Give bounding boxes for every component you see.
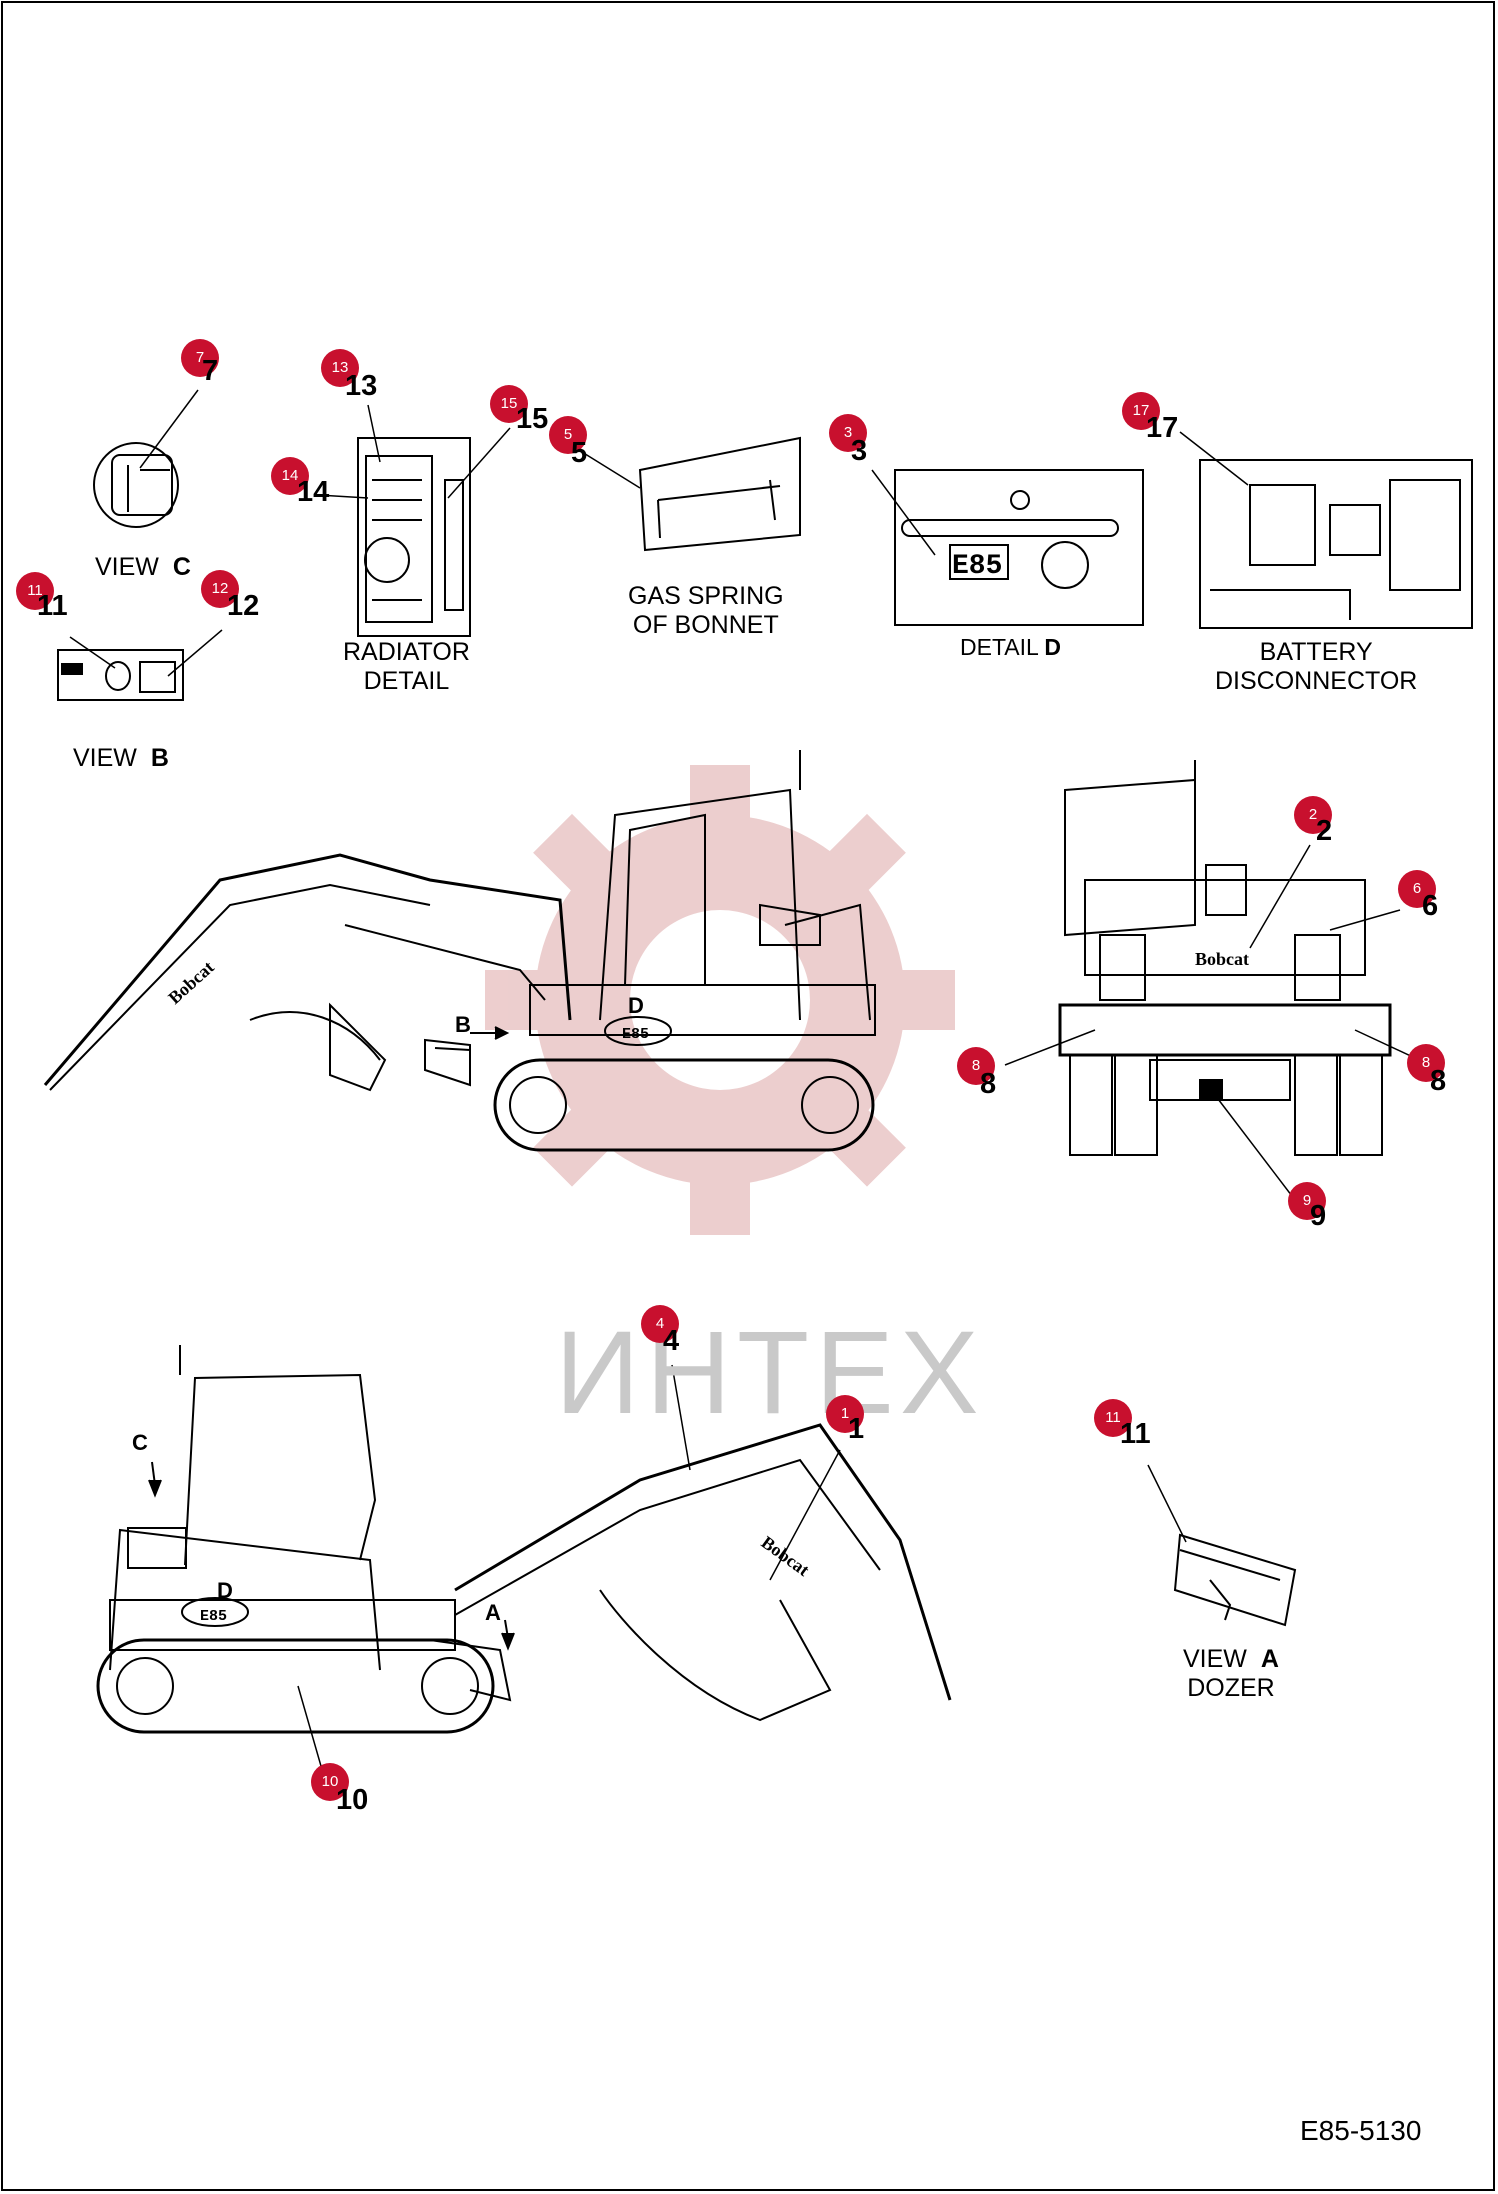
excavator-side-view-right [96, 1345, 952, 1734]
excavator-rear-view [1058, 760, 1392, 1156]
detail-d-label: DETAIL D [960, 634, 1061, 660]
detail-d-panel [894, 469, 1144, 626]
pointer-letter-c: C [132, 1430, 148, 1455]
radiator-detail [357, 437, 471, 637]
callout-bubble-17[interactable]: 17 [1122, 392, 1160, 430]
model-badge-side-left: E85 [622, 1026, 649, 1043]
pointer-letter-d-upper: D [628, 993, 644, 1018]
callout-bubble-8-right[interactable]: 8 [1407, 1044, 1445, 1082]
view-c-detail [93, 442, 179, 528]
excavator-side-view-left [43, 750, 876, 1152]
callout-number-2: 2 [1316, 815, 1333, 847]
callout-bubble-14[interactable]: 13 [321, 349, 359, 387]
callout-number-11: 11 [1120, 1418, 1151, 1450]
pointer-letter-d-lower: D [217, 1578, 233, 1603]
battery-detail [1199, 459, 1473, 629]
callout-number-16: 15 [516, 403, 549, 435]
callout-number-10: 10 [336, 1784, 369, 1816]
watermark-gear [485, 765, 955, 1235]
callout-bubble-2[interactable]: 2 [1294, 796, 1332, 834]
callout-bubble-5[interactable]: 5 [549, 416, 587, 454]
callout-bubble-16[interactable]: 15 [490, 385, 528, 423]
callout-number-14: 13 [345, 370, 378, 402]
callout-number-15: 14 [297, 476, 330, 508]
callout-number-8-left: 8 [980, 1068, 997, 1100]
model-badge-detail-d: E85 [952, 551, 1002, 582]
model-badges: E85 E85 E85 [200, 551, 1002, 1625]
callout-number-6: 6 [1422, 890, 1439, 922]
callout-number-4: 4 [663, 1325, 680, 1357]
callout-bubble-13[interactable]: 12 [201, 570, 239, 608]
pointer-letter-a: A [485, 1600, 501, 1625]
callout-number-5: 5 [571, 437, 588, 469]
model-badge-side-right: E85 [200, 1608, 227, 1625]
callout-number-1: 1 [848, 1413, 865, 1445]
figure-id: E85-5130 [1300, 2115, 1422, 2146]
callout-bubble-7[interactable]: 7 [181, 339, 219, 377]
callout-bubble-12[interactable]: 11 [16, 572, 54, 610]
pointer-letter-b: B [455, 1012, 471, 1037]
callout-bubble-6[interactable]: 6 [1398, 870, 1436, 908]
callout-number-8-right: 8 [1430, 1065, 1447, 1097]
callout-bubble-8-left[interactable]: 8 [957, 1047, 995, 1085]
callout-number-12: 11 [37, 590, 68, 622]
view-c-label: VIEW C [95, 553, 191, 581]
callout-bubble-4[interactable]: 4 [641, 1305, 679, 1343]
view-b-detail [57, 649, 184, 701]
pointer-arrows [148, 1026, 515, 1651]
callout-number-13: 12 [227, 590, 260, 622]
leader-lines [69, 389, 1431, 1781]
brand-decal-side-right: Bobcat [758, 1532, 813, 1580]
callout-bubble-1[interactable]: 1 [826, 1395, 864, 1433]
callout-bubble-15[interactable]: 14 [271, 457, 309, 495]
callout-number-3: 3 [851, 435, 868, 467]
callout-number-7: 7 [202, 355, 219, 387]
callout-bubble-10[interactable]: 10 [311, 1763, 349, 1801]
brand-decal-rear: Bobcat [1195, 949, 1249, 969]
callout-number-9: 9 [1310, 1200, 1327, 1232]
callout-number-17: 17 [1146, 412, 1179, 444]
view-b-label: VIEW B [73, 744, 169, 772]
watermark-text: ИНТЕХ [555, 1307, 985, 1439]
callout-bubble-11[interactable]: 11 [1094, 1399, 1132, 1437]
callout-bubble-9[interactable]: 9 [1288, 1182, 1326, 1220]
gas-spring-detail [638, 436, 801, 552]
view-a-dozer-detail [1173, 1533, 1297, 1627]
callout-bubble-3[interactable]: 3 [829, 414, 867, 452]
